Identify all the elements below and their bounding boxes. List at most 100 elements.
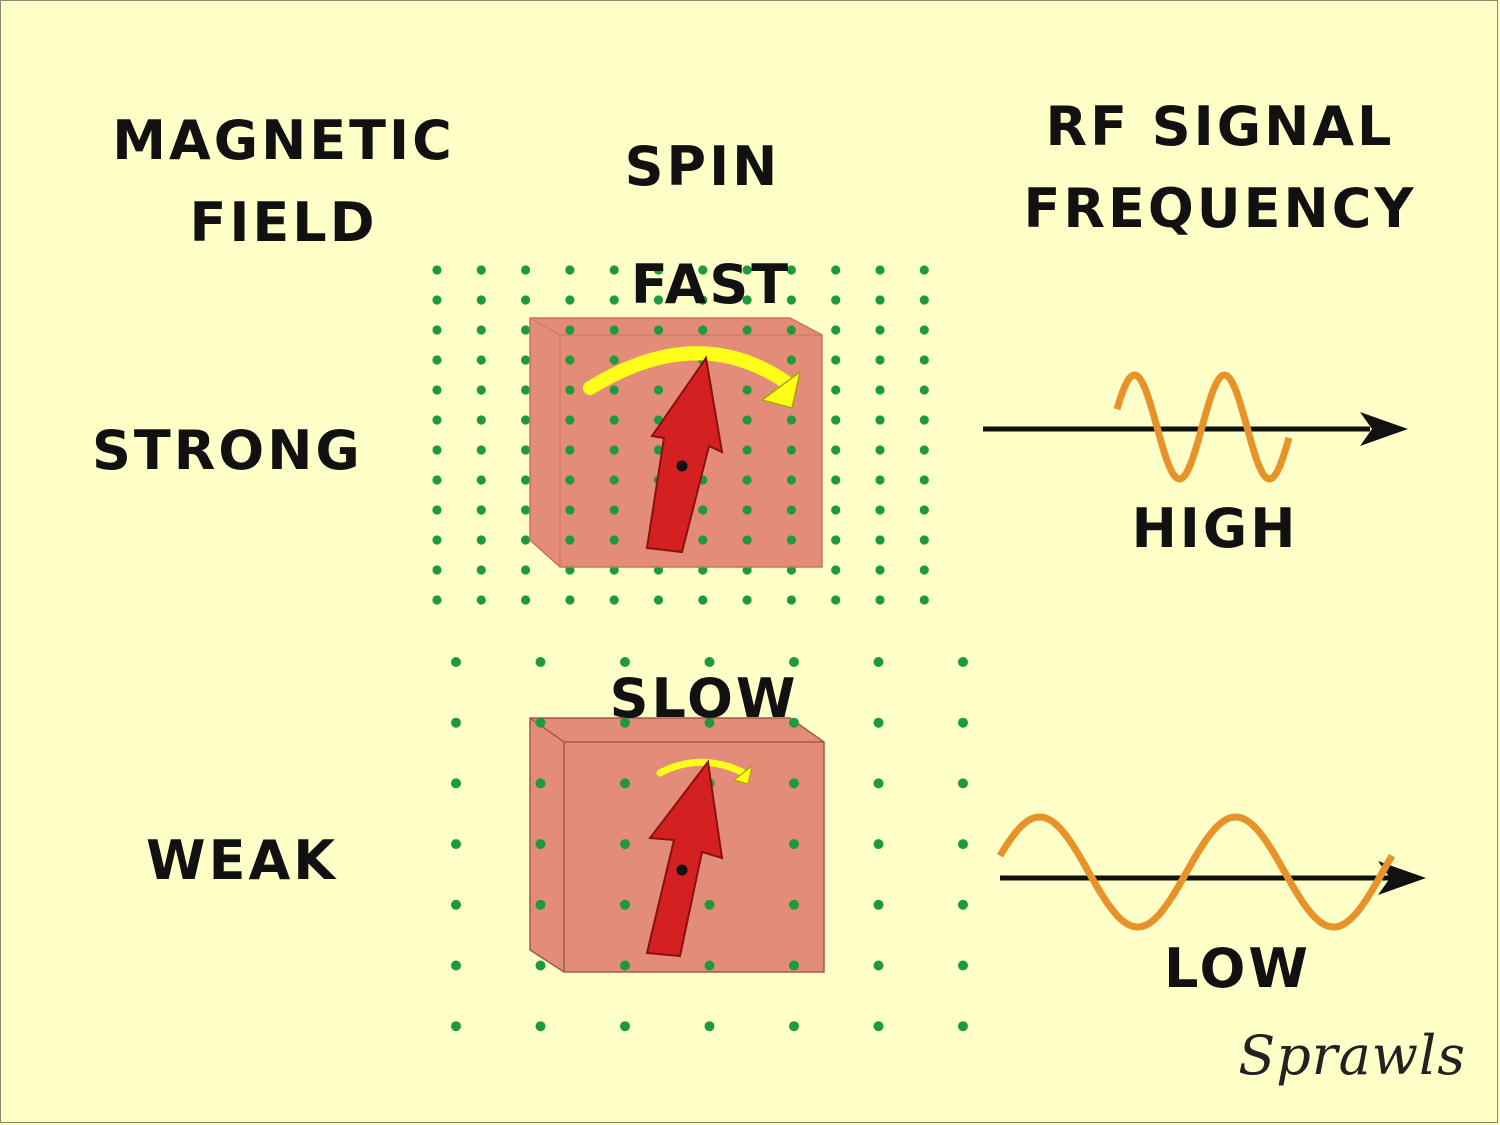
field-dot bbox=[565, 475, 575, 485]
field-dot bbox=[873, 960, 884, 971]
field-dot bbox=[831, 355, 841, 365]
field-dot bbox=[535, 960, 546, 971]
field-dot bbox=[875, 535, 885, 545]
field-dot bbox=[786, 475, 797, 485]
field-dot bbox=[609, 535, 619, 545]
field-dot bbox=[704, 960, 715, 971]
strong-spin-arrow-icon bbox=[645, 355, 724, 554]
field-dot bbox=[698, 505, 708, 515]
field-dot bbox=[875, 355, 885, 365]
field-dot bbox=[919, 565, 929, 575]
field-dot bbox=[786, 325, 797, 335]
field-dot bbox=[704, 717, 715, 728]
field-dot bbox=[742, 445, 752, 455]
field-dot bbox=[875, 415, 885, 425]
field-dot bbox=[653, 595, 664, 605]
field-dot bbox=[831, 445, 841, 455]
field-dot bbox=[432, 295, 442, 305]
low-axis-arrowhead-icon bbox=[1378, 861, 1426, 895]
slow-spin-arc-icon bbox=[656, 758, 753, 785]
field-dot bbox=[521, 295, 531, 305]
field-dot bbox=[919, 595, 929, 605]
field-dot bbox=[609, 595, 619, 605]
field-dot bbox=[476, 295, 486, 305]
field-dot bbox=[789, 1021, 799, 1032]
field-dot bbox=[620, 778, 630, 789]
field-dot bbox=[476, 385, 486, 395]
field-dot bbox=[432, 475, 442, 485]
field-dot bbox=[521, 265, 531, 275]
field-dot bbox=[476, 595, 486, 605]
field-dot bbox=[831, 505, 841, 515]
field-dot bbox=[742, 385, 752, 395]
field-dot bbox=[432, 415, 442, 425]
field-dot bbox=[958, 717, 968, 728]
field-dot bbox=[789, 778, 799, 789]
field-dot bbox=[432, 265, 442, 275]
field-dot bbox=[873, 778, 884, 789]
fast-spin-arc-icon bbox=[583, 346, 802, 409]
field-dot bbox=[789, 717, 799, 728]
field-dot bbox=[451, 899, 461, 910]
field-dot bbox=[535, 717, 546, 728]
field-dot bbox=[521, 325, 531, 335]
field-dot bbox=[742, 595, 752, 605]
field-dot bbox=[698, 595, 708, 605]
spin-header: SPIN bbox=[624, 135, 781, 198]
field-dot bbox=[535, 657, 546, 667]
field-dot bbox=[875, 295, 885, 305]
field-dot bbox=[831, 415, 841, 425]
field-dot bbox=[698, 535, 708, 545]
field-dot bbox=[786, 505, 797, 515]
field-dot bbox=[609, 415, 619, 425]
field-dot bbox=[919, 415, 929, 425]
field-dot bbox=[451, 960, 461, 971]
field-dot bbox=[535, 1021, 546, 1032]
field-dot bbox=[786, 355, 797, 365]
field-dot bbox=[875, 445, 885, 455]
field-dot bbox=[609, 325, 619, 335]
field-dot bbox=[875, 385, 885, 395]
field-dot bbox=[620, 839, 630, 850]
high-frequency-signal bbox=[983, 371, 1408, 483]
field-dot bbox=[698, 265, 708, 275]
field-dot bbox=[565, 445, 575, 455]
field-dot bbox=[873, 899, 884, 910]
high-frequency-label: HIGH bbox=[1131, 497, 1299, 560]
field-dot bbox=[432, 565, 442, 575]
field-dot bbox=[958, 778, 968, 789]
field-dot bbox=[742, 535, 752, 545]
field-dot bbox=[875, 265, 885, 275]
field-dot bbox=[786, 265, 797, 275]
field-dot bbox=[476, 355, 486, 365]
field-dot bbox=[565, 265, 575, 275]
field-dot bbox=[432, 505, 442, 515]
field-dot bbox=[565, 505, 575, 515]
field-dot bbox=[521, 445, 531, 455]
field-dot bbox=[565, 415, 575, 425]
rf-signal-frequency-header: RF SIGNAL FREQUENCY bbox=[1023, 95, 1417, 240]
low-frequency-label: LOW bbox=[1164, 937, 1311, 1000]
field-dot bbox=[919, 355, 929, 365]
field-dot bbox=[742, 265, 752, 275]
strong-field-label: STRONG bbox=[92, 419, 363, 482]
field-dot bbox=[789, 899, 799, 910]
field-dot bbox=[958, 1021, 968, 1032]
field-dot bbox=[476, 565, 486, 575]
field-dot bbox=[620, 657, 630, 667]
field-dot bbox=[704, 1021, 715, 1032]
field-dot bbox=[476, 415, 486, 425]
field-dot bbox=[565, 355, 575, 365]
field-dot bbox=[831, 325, 841, 335]
field-dot bbox=[958, 960, 968, 971]
field-dot bbox=[451, 778, 461, 789]
field-dot bbox=[609, 505, 619, 515]
high-axis-arrowhead-icon bbox=[1360, 412, 1408, 446]
field-dot bbox=[432, 595, 442, 605]
field-dot bbox=[476, 445, 486, 455]
field-dot bbox=[919, 295, 929, 305]
field-dot bbox=[919, 385, 929, 395]
weak-field-label: WEAK bbox=[146, 829, 339, 892]
slow-spin-label: SLOW bbox=[609, 667, 799, 730]
field-dot bbox=[451, 1021, 461, 1032]
